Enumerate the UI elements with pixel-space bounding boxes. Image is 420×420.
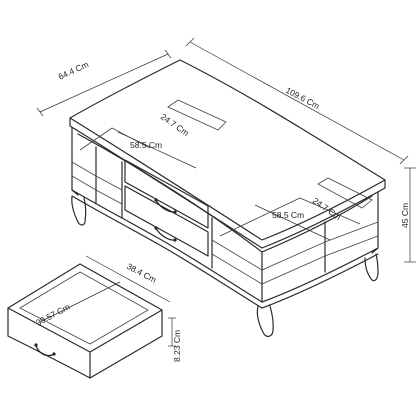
left-shelf-back (79, 127, 151, 151)
tabletop-edge (69, 117, 386, 249)
loose-drawer-handle (35, 344, 55, 357)
loose-drawer-right-side (89, 309, 163, 379)
dimension-line-depth (39, 53, 169, 113)
leg-front-left (71, 195, 87, 226)
loose-drawer-top-rim (7, 263, 163, 353)
dimension-line-drawer-depth (39, 281, 121, 323)
leg-front-middle (256, 305, 274, 337)
table-body-base-rail (71, 195, 379, 309)
loose-drawer-front (7, 307, 91, 379)
left-shelf-upper (71, 161, 123, 191)
label-drawer-depth: 39.57 Cm (34, 302, 71, 328)
dimension-tick-width-b (399, 155, 409, 165)
label-right-shelf-width: 58.5 Cm (272, 210, 304, 220)
table-drawer-top (124, 159, 209, 229)
label-width: 109.6 Cm (284, 85, 321, 111)
right-shelf-width-line (254, 204, 331, 241)
loose-drawer-handle-knob-left (34, 343, 38, 347)
right-shelf-upper (211, 221, 379, 271)
drawer-handle-top (155, 199, 176, 213)
label-height: 45 Cm (400, 203, 410, 228)
drawer-handle-bottom-knob-right (173, 238, 177, 242)
leg-back-right (364, 253, 379, 282)
table-body-front-top (77, 133, 373, 253)
right-shelf-depth-box (317, 177, 373, 209)
dimension-tick-width-a (185, 37, 195, 47)
label-drawer-width: 38.4 Cm (125, 261, 158, 285)
label-drawer-height: 8.23 Cm (172, 330, 182, 362)
dimension-tick-depth-b (164, 49, 172, 59)
table-body-front-bottom (71, 189, 379, 303)
label-left-shelf-width: 58.5 Cm (130, 140, 162, 150)
loose-drawer-handle-knob-right (52, 352, 56, 356)
left-shelf-depth-box (167, 99, 227, 131)
drawer-handle-top-knob-right (173, 210, 177, 214)
dimension-tick-depth-a (36, 107, 44, 117)
table-drawer-bottom (124, 185, 209, 257)
left-shelf-lower (71, 175, 123, 205)
loose-drawer-inner (19, 271, 149, 345)
drawer-handle-bottom-knob-left (154, 226, 158, 230)
dimension-line-drawer-width (85, 255, 171, 303)
dimension-line-width (189, 41, 405, 161)
right-shelf-back (219, 197, 361, 237)
label-depth: 64.4 Cm (57, 59, 90, 82)
table-body-left-side (71, 127, 79, 196)
drawer-handle-top-knob-left (154, 198, 158, 202)
right-shelf-lower (211, 235, 379, 285)
left-shelf-width-line (117, 131, 197, 169)
